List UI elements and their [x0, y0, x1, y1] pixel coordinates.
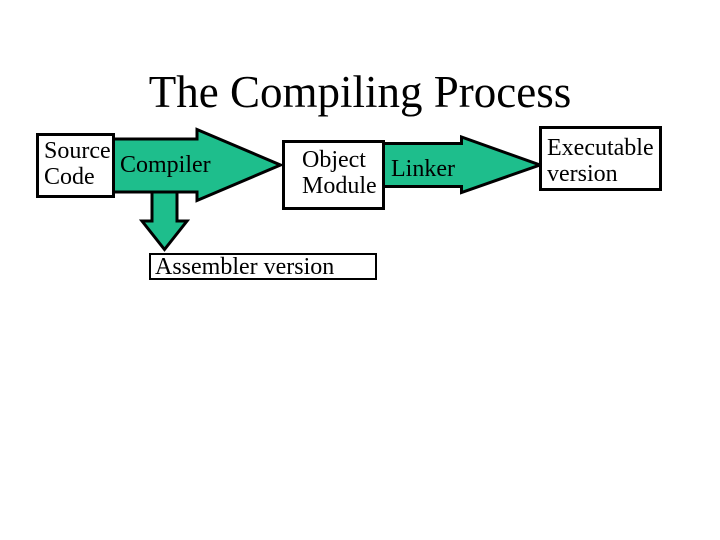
- source-code-box: Source Code: [36, 133, 115, 198]
- assembler-version-label: Assembler version: [155, 254, 335, 280]
- down-arrow-icon: [138, 188, 191, 252]
- assembler-version-box: Assembler version: [149, 253, 377, 280]
- executable-version-line1: Executable: [547, 135, 654, 161]
- object-module-line1: Object: [302, 147, 366, 173]
- executable-version-box: Executable version: [539, 126, 662, 191]
- compiler-arrow-label: Compiler: [120, 152, 211, 178]
- linker-arrow-label: Linker: [391, 156, 455, 182]
- source-code-line2: Code: [44, 164, 95, 190]
- object-module-line2: Module: [302, 173, 377, 199]
- object-module-box: Object Module: [282, 140, 385, 210]
- slide-title: The Compiling Process: [148, 67, 572, 117]
- executable-version-line2: version: [547, 161, 618, 187]
- linker-arrow-icon: [381, 134, 545, 195]
- source-code-line1: Source: [44, 138, 111, 164]
- compiler-arrow-icon: [111, 127, 285, 203]
